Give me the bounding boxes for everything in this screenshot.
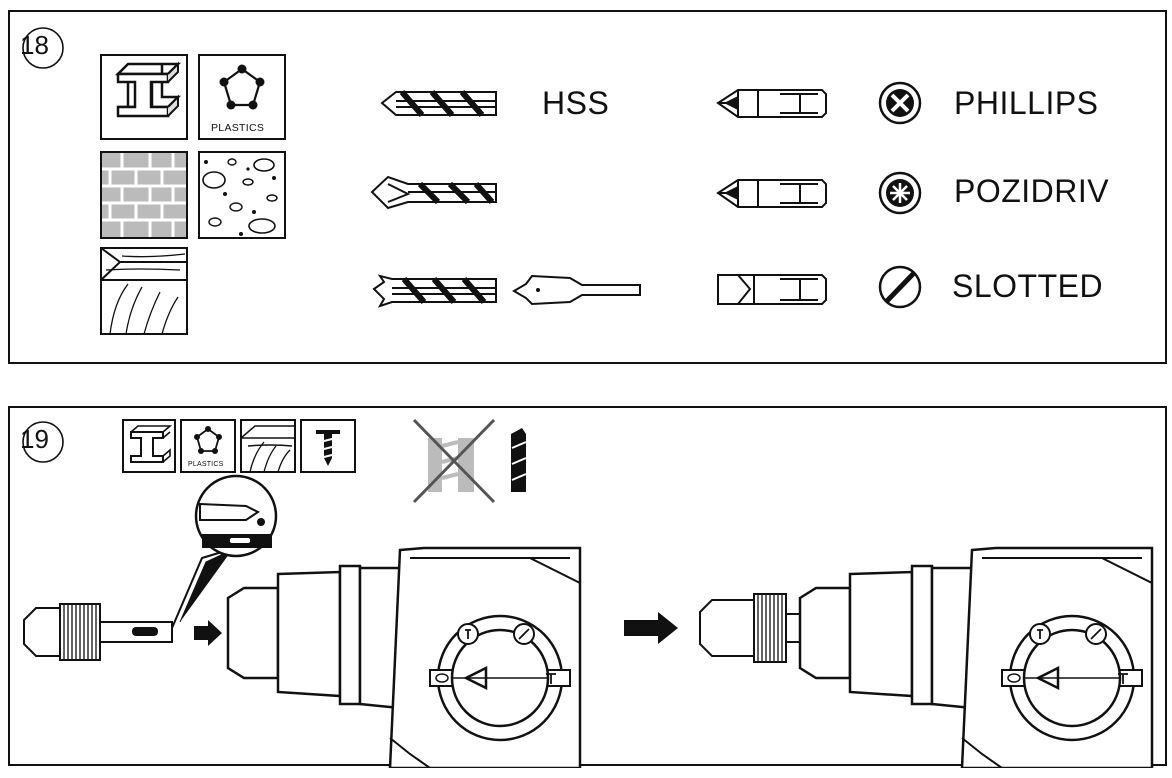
wood-drill-bit-icon — [372, 274, 497, 308]
step-number: 19 — [20, 424, 49, 454]
screw-icon-small — [300, 419, 356, 473]
hss-label: HSS — [542, 85, 610, 121]
masonry-drill-bit-icon — [370, 175, 497, 210]
slotted-head-icon — [878, 265, 922, 309]
phillips-label: PHILLIPS — [954, 85, 1099, 121]
pozidriv-label: POZIDRIV — [954, 173, 1110, 209]
plastics-label: PLASTICS — [211, 122, 265, 134]
chuck-attached — [699, 593, 801, 663]
step-18-panel: 18 PLASTICS HSS PHILLIPS POZIDRIV SLOTTE… — [8, 10, 1167, 364]
wood-icon-small — [240, 419, 296, 473]
concrete-icon — [198, 151, 286, 239]
rotary-hammer-right — [798, 546, 1154, 768]
insert-arrow-icon — [194, 620, 222, 646]
keyless-chuck-with-sds-adapter — [23, 603, 173, 661]
slotted-bit-icon — [717, 274, 827, 305]
plastics-icon-small — [180, 419, 236, 473]
step-18-drawing — [22, 27, 922, 335]
hss-drill-bit-icon — [380, 90, 497, 117]
metal-icon — [100, 54, 188, 140]
attach-arrow-icon — [624, 612, 678, 644]
pozidriv-head-icon — [878, 171, 922, 215]
phillips-bit-icon — [716, 89, 827, 118]
slotted-label: SLOTTED — [952, 268, 1104, 304]
plastics-label-small: PLASTICS — [188, 461, 224, 468]
step-number-circle — [22, 27, 64, 69]
metal-icon-small — [122, 419, 176, 473]
step-19-panel: 19 PLASTICS — [8, 406, 1167, 768]
step-number-circle — [22, 421, 64, 463]
prohibited-bits-icon — [412, 418, 496, 504]
plastics-icon — [198, 54, 286, 140]
brick-icon — [100, 151, 188, 239]
pozidriv-bit-icon — [716, 179, 827, 208]
step-19-drawing — [22, 418, 1154, 768]
spade-bit-icon — [512, 274, 641, 306]
phillips-head-icon — [878, 81, 922, 125]
step-number: 18 — [20, 30, 49, 60]
wood-icon — [100, 247, 188, 335]
rotary-hammer-left — [226, 546, 582, 768]
sds-bit-icon — [511, 428, 527, 492]
grease-detail-magnifier — [171, 474, 278, 629]
